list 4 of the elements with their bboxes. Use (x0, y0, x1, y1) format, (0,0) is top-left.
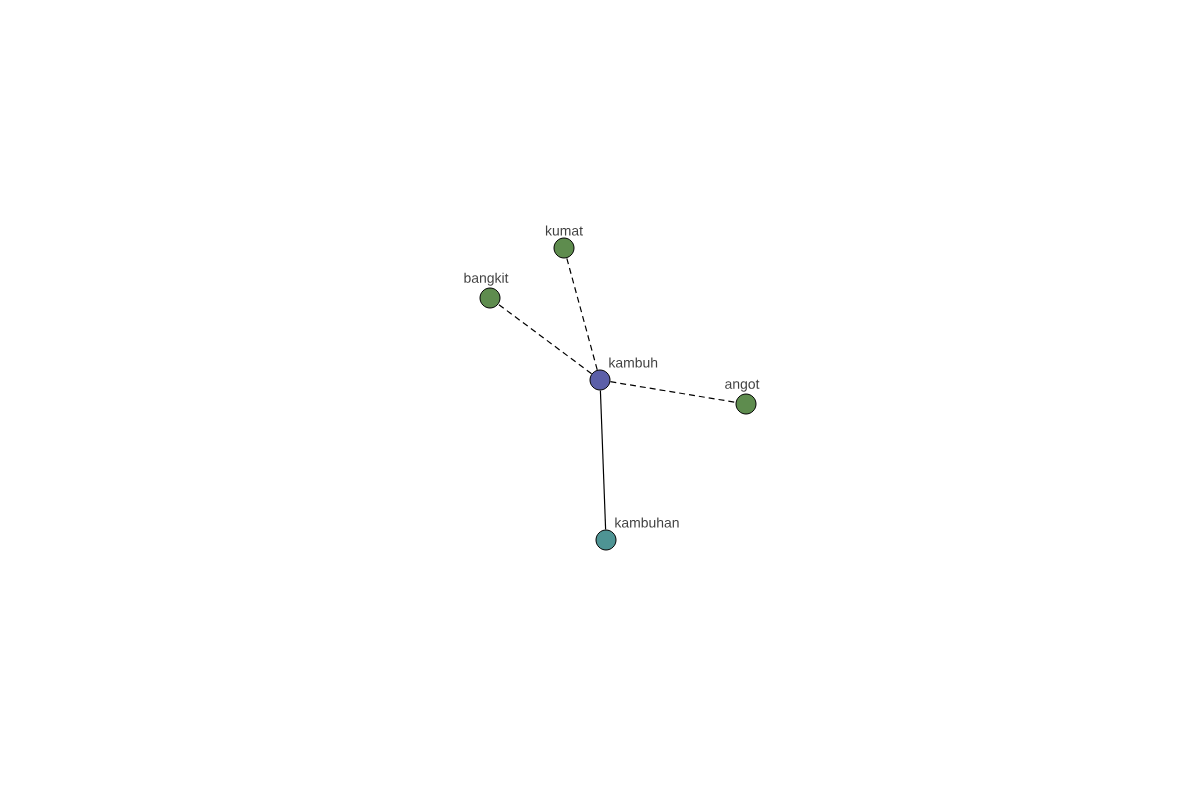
connector-line (497, 303, 593, 375)
connector-line (599, 389, 607, 531)
connector-line (566, 257, 598, 371)
connector-line (609, 381, 737, 403)
